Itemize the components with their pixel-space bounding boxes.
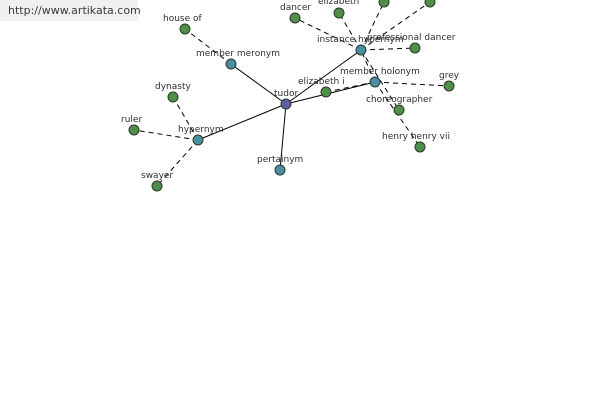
edge-tudor-to-pertainym [279,103,287,171]
node-swayer[interactable]: swayer [141,171,173,192]
edge-hypernym-to-swayer [156,139,199,187]
node-choreographer[interactable]: choreographer [366,95,433,116]
node-label-house-of: house of [163,14,203,24]
node-label-tudor: tudor [274,89,298,99]
node-grey[interactable]: grey [439,71,460,92]
node-tudor[interactable]: tudor [274,89,298,110]
edge-tudor-to-hypernym [197,103,287,141]
edge-instance-hypernym-to-professional-dancer [360,47,416,51]
node-label-member-holonym: member holonym [340,67,420,77]
edge-member-holonym-to-grey [374,81,450,87]
node-dot-pertainym[interactable] [274,164,286,176]
site-watermark: http://www.artikata.com [0,0,141,21]
node-label-hypernym: hypernym [178,125,224,135]
edge-tudor-to-member-meronym [230,63,287,105]
node-label-elizabeth-i: elizabeth i [298,77,345,87]
node-dot-dancer[interactable] [289,12,301,24]
node-dot-elizabeth[interactable] [333,7,345,19]
node-label-henry-vii: henry henry vii [382,132,450,142]
node-label-ruler: ruler [121,115,142,125]
node-top-a[interactable] [378,0,390,8]
node-elizabeth[interactable]: elizabeth [318,0,359,19]
node-ruler[interactable]: ruler [121,115,142,136]
node-dot-member-meronym[interactable] [225,58,237,70]
node-hypernym[interactable]: hypernym [178,125,224,146]
node-member-holonym[interactable]: member holonym [340,67,420,88]
node-dot-henry-vii[interactable] [414,141,426,153]
edge-instance-hypernym-to-dancer [294,17,362,51]
node-dot-hypernym[interactable] [192,134,204,146]
node-dot-top-a[interactable] [378,0,390,8]
node-dot-grey[interactable] [443,80,455,92]
node-dot-member-holonym[interactable] [369,76,381,88]
node-dot-instance-hypernym[interactable] [355,44,367,56]
node-label-dynasty: dynasty [155,82,191,92]
node-dot-elizabeth-i[interactable] [320,86,332,98]
edge-member-meronym-to-house-of [184,28,232,65]
node-label-swayer: swayer [141,171,173,181]
node-dot-dynasty[interactable] [167,91,179,103]
node-dancer[interactable]: dancer [280,3,311,24]
node-pertainym[interactable]: pertainym [257,155,303,176]
node-label-pertainym: pertainym [257,155,303,165]
node-dot-ruler[interactable] [128,124,140,136]
node-dot-house-of[interactable] [179,23,191,35]
edge-member-holonym-to-instance-hypernym [360,49,376,83]
node-dot-tudor[interactable] [280,98,292,110]
node-instance-hypernym[interactable]: instance hypernym [317,35,404,56]
node-henry-vii[interactable]: henry henry vii [382,132,450,153]
node-dot-professional-dancer[interactable] [409,42,421,54]
edge-tudor-to-instance-hypernym [285,49,362,105]
node-member-meronym[interactable]: member meronym [196,49,280,70]
node-label-instance-hypernym: instance hypernym [317,35,404,45]
edge-instance-hypernym-to-elizabeth [338,12,362,51]
node-dynasty[interactable]: dynasty [155,82,191,103]
node-house-of[interactable]: house of [163,14,203,35]
node-top-b[interactable] [424,0,436,8]
node-label-grey: grey [439,71,460,81]
node-label-choreographer: choreographer [366,95,433,105]
node-label-member-meronym: member meronym [196,49,280,59]
node-label-dancer: dancer [280,3,311,13]
node-label-professional-dancer: professional dancer [367,33,456,43]
nodes-layer: tudor member meronym house of hypernym dynas… [121,0,460,192]
node-professional-dancer[interactable]: professional dancer [367,33,456,54]
site-url-link[interactable]: http://www.artikata.com [8,4,141,17]
edge-instance-hypernym-to-choreographer [360,49,400,111]
node-elizabeth-i[interactable]: elizabeth i [298,77,345,98]
edge-hypernym-to-ruler [133,129,199,141]
node-dot-choreographer[interactable] [393,104,405,116]
node-dot-top-b[interactable] [424,0,436,8]
node-dot-swayer[interactable] [151,180,163,192]
node-label-elizabeth: elizabeth [318,0,359,7]
